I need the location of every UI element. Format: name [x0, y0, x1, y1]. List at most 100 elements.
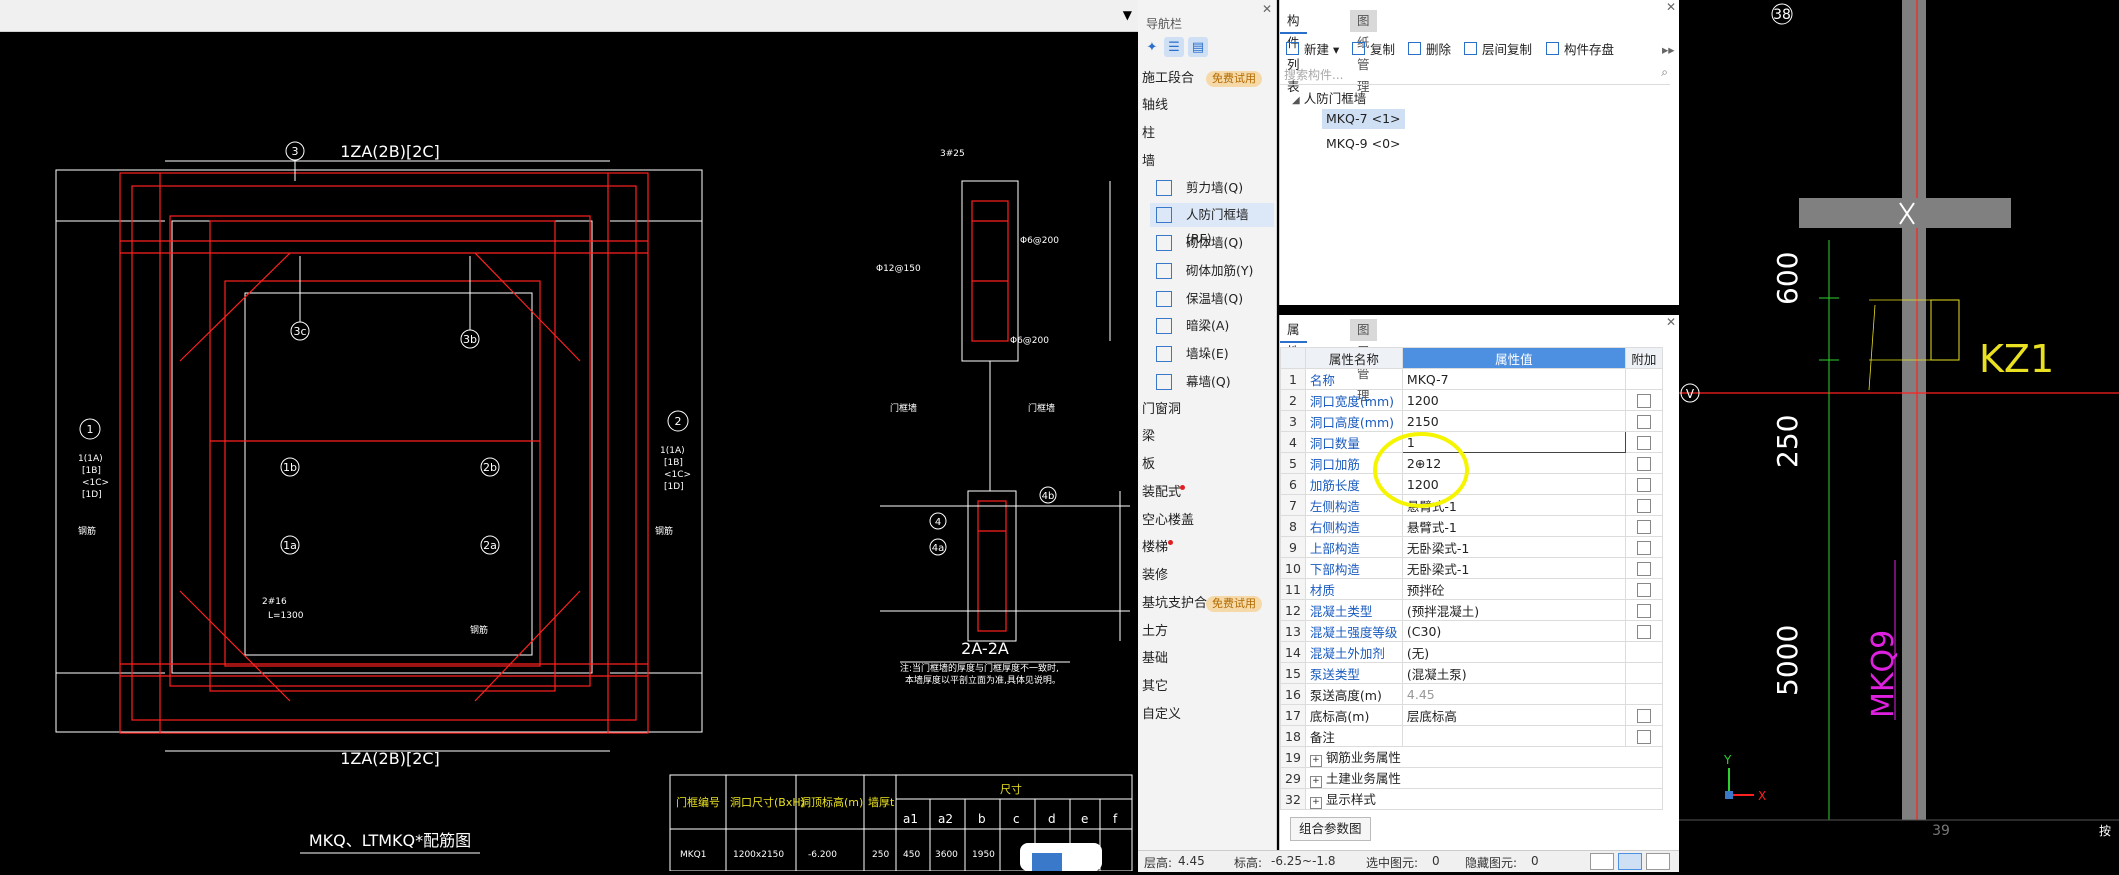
dropdown-arrow-icon[interactable]: ▼ [1122, 8, 1132, 22]
attach-checkbox[interactable] [1636, 435, 1651, 450]
nav-item-custom[interactable]: 自定义 [1138, 703, 1274, 727]
property-row[interactable]: 32+显示样式 [1280, 788, 1663, 810]
expand-icon[interactable]: + [1309, 797, 1322, 809]
attach-checkbox[interactable] [1636, 708, 1651, 723]
nav-item-axis[interactable]: 轴线 [1138, 94, 1274, 118]
attach-checkbox[interactable] [1636, 393, 1651, 408]
cross-select-icon[interactable] [1646, 853, 1670, 870]
close-icon[interactable]: ✕ [1665, 0, 1676, 14]
save-component-button[interactable]: 构件存盘 [1546, 41, 1614, 59]
search-icon[interactable]: ⌕ [1661, 65, 1668, 79]
nav-sub-curtain-wall[interactable]: 幕墙(Q) [1150, 370, 1274, 394]
close-icon[interactable]: ✕ [1261, 2, 1272, 16]
object-snap-icon[interactable] [1618, 853, 1642, 870]
property-row[interactable]: 29+土建业务属性 [1280, 767, 1663, 789]
expand-icon[interactable]: + [1309, 755, 1322, 767]
combo-parameter-button[interactable]: 组合参数图 [1290, 817, 1371, 841]
nav-sub-civil-defense-door-wall[interactable]: 人防门框墙(RF) [1150, 203, 1274, 246]
attach-checkbox[interactable] [1636, 414, 1651, 429]
property-value[interactable]: 无卧梁式-1 [1401, 536, 1626, 558]
more-icon[interactable]: ▸▸ [1662, 42, 1675, 57]
tab-property-list[interactable]: 属性列表 [1280, 319, 1307, 403]
attach-checkbox[interactable] [1636, 729, 1651, 744]
property-value[interactable]: (C30) [1401, 620, 1626, 642]
nav-item-other[interactable]: 其它 [1138, 675, 1274, 699]
attach-checkbox[interactable] [1636, 582, 1651, 597]
property-row[interactable]: 19+钢筋业务属性 [1280, 746, 1663, 768]
property-value[interactable]: 4.45 [1401, 683, 1626, 705]
nav-sub-insulation-wall[interactable]: 保温墙(Q) [1150, 287, 1274, 311]
attach-checkbox[interactable] [1636, 603, 1651, 618]
property-value[interactable]: (预拌混凝土) [1401, 599, 1626, 621]
detail-view-icon[interactable]: ▤ [1188, 37, 1208, 57]
property-value[interactable]: MKQ-7 [1401, 368, 1626, 390]
nav-item-slab[interactable]: 板 [1138, 453, 1274, 477]
attach-checkbox[interactable] [1636, 456, 1651, 471]
property-value[interactable]: (混凝土泵) [1401, 662, 1626, 684]
pin-icon[interactable]: ✦ [1146, 39, 1158, 55]
nav-item-hollow-floor[interactable]: 空心楼盖 [1138, 509, 1274, 533]
collapse-icon[interactable]: ◢ [1292, 95, 1300, 106]
property-value[interactable]: 预拌砼 [1401, 578, 1626, 600]
nav-item-earthwork[interactable]: 土方 [1138, 620, 1274, 644]
property-value[interactable]: 层底标高 [1401, 704, 1626, 726]
nav-item-stairs[interactable]: 楼梯 [1138, 536, 1274, 560]
nav-item-decoration[interactable]: 装修 [1138, 564, 1274, 588]
property-value[interactable]: (无) [1401, 641, 1626, 663]
expand-icon[interactable]: + [1309, 776, 1322, 788]
delete-button[interactable]: 删除 [1408, 41, 1451, 59]
tree-item-mkq-9[interactable]: MKQ-9 <0> [1326, 136, 1401, 151]
nav-sub-masonry-wall[interactable]: 砌体墙(Q) [1150, 231, 1274, 255]
nav-sub-wall-pier[interactable]: 墙垛(E) [1150, 342, 1274, 366]
tree-item-mkq-7[interactable]: MKQ-7 <1> [1322, 109, 1405, 129]
tab-component-list[interactable]: 构件列表 [1280, 10, 1307, 94]
attach-checkbox[interactable] [1636, 624, 1651, 639]
search-input[interactable]: 搜索构件... ⌕ [1280, 64, 1670, 85]
attach-checkbox[interactable] [1636, 561, 1651, 576]
nav-item-foundation[interactable]: 基础 [1138, 647, 1274, 671]
property-value[interactable] [1401, 725, 1626, 747]
tab-layer-management[interactable]: 图层管理 [1350, 319, 1377, 403]
attach-checkbox[interactable] [1636, 477, 1651, 492]
property-value[interactable]: 悬臂式-1 [1401, 515, 1626, 537]
new-button[interactable]: 新建 ▾ [1286, 41, 1339, 59]
tab-drawing-management[interactable]: 图纸管理 [1350, 10, 1377, 94]
nav-item-wall[interactable]: 墙 [1138, 150, 1274, 174]
cad-drawing-viewport[interactable]: ▼ [0, 0, 1138, 871]
nav-item-column[interactable]: 柱 [1138, 122, 1274, 146]
property-value[interactable]: 1200 [1401, 389, 1626, 411]
attach-checkbox[interactable] [1636, 498, 1651, 513]
nav-item-door-window[interactable]: 门窗洞 [1138, 398, 1274, 422]
cad-plan-viewport[interactable]: 38 V 39 600 250 5000 KZ1 MKQ9 X Y 按 [1679, 0, 2119, 871]
nav-item-beam[interactable]: 梁 [1138, 425, 1274, 449]
nav-item-foundation-pit[interactable]: 基坑支护合 免费试用 [1138, 592, 1274, 616]
nav-item-prefab[interactable]: 装配式 [1138, 481, 1274, 505]
attach-checkbox[interactable] [1636, 540, 1651, 555]
list-view-icon[interactable]: ☰ [1164, 37, 1184, 57]
nav-sub-hidden-beam[interactable]: 暗梁(A) [1150, 314, 1274, 338]
copy-button[interactable]: 复制 [1352, 41, 1395, 59]
nav-sub-masonry-reinforcement[interactable]: 砌体加筋(Y) [1150, 259, 1274, 283]
close-icon[interactable]: ✕ [1665, 315, 1676, 329]
ortho-snap-icon[interactable] [1590, 853, 1614, 870]
floor-copy-button[interactable]: 层间复制 [1464, 41, 1532, 59]
nav-item-construction-segment[interactable]: 施工段合 免费试用 [1138, 67, 1274, 91]
property-value[interactable]: 无卧梁式-1 [1401, 557, 1626, 579]
attach-checkbox[interactable] [1636, 519, 1651, 534]
nav-sub-shear-wall[interactable]: 剪力墙(Q) [1150, 176, 1274, 200]
tree-parent-door-wall[interactable]: ◢ 人防门框墙 [1292, 88, 1366, 107]
